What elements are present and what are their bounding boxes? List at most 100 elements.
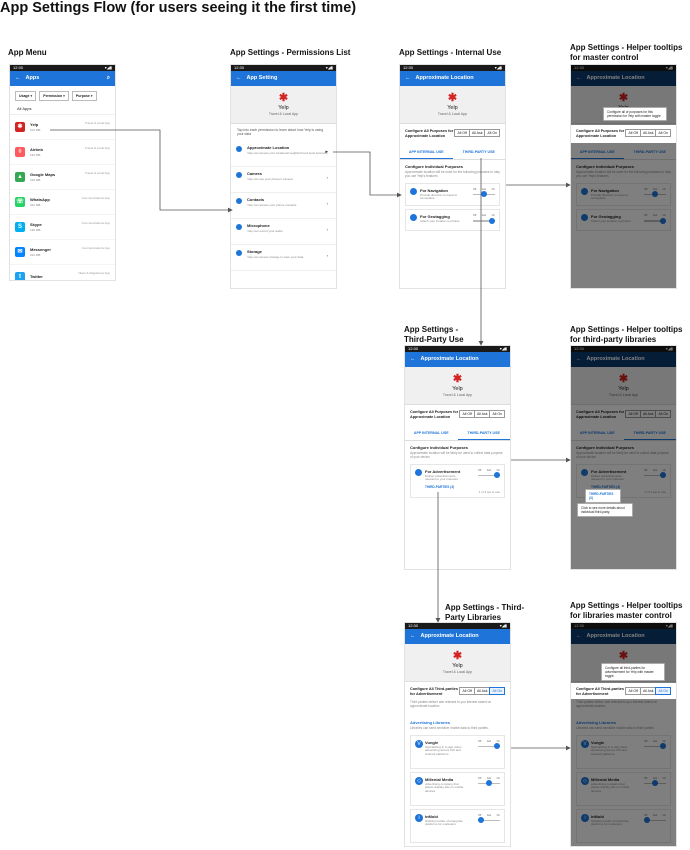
app-category: Communications App (81, 246, 110, 250)
filter-purpose[interactable]: Purpose ▾ (71, 91, 97, 101)
app-list-item[interactable]: S Skype 136 MB Communications App (10, 215, 115, 240)
app-header: ✱ Yelp Travel & Local App (231, 86, 336, 124)
app-category: Travel & Local App (268, 112, 299, 116)
app-icon: ◊ (15, 147, 25, 157)
purpose-advertisement: For Advertisement Deliver advertisements… (410, 463, 505, 498)
tab-internal[interactable]: APP INTERNAL USE (400, 146, 453, 159)
third-parties-link[interactable]: THIRD-PARTIES (3) (425, 485, 455, 490)
app-size: 218 MB (30, 178, 41, 182)
library-list: V Vungle Specializing in in-app video ad… (405, 734, 510, 843)
yelp-logo-icon: ✱ (452, 650, 463, 662)
tab-internal[interactable]: APP INTERNAL USE (413, 430, 449, 435)
master-control: Configure All Purposes for Approximate L… (400, 124, 505, 142)
app-size: 222 MB (30, 203, 41, 207)
app-icon: ✉ (15, 247, 25, 257)
back-arrow-icon[interactable]: ← (410, 356, 416, 362)
label-internal-use: App Settings - Internal Use (399, 48, 502, 57)
permission-icon (236, 145, 242, 152)
purpose-tabs: APP INTERNAL USE THIRD-PARTY USE (400, 146, 505, 160)
search-icon[interactable]: ⌕ (106, 75, 110, 81)
app-icon: ▲ (15, 172, 25, 182)
app-list-item[interactable]: ☏ WhatsApp 222 MB Communications App (10, 190, 115, 215)
chevron-right-icon: ▸ (325, 148, 328, 155)
purpose-geotagging: For Geotagging Attach your location to p… (405, 209, 500, 232)
back-arrow-icon[interactable]: ← (236, 75, 242, 81)
app-list: ✱ Yelp 102 MB Travel & Local App◊ Airbnb… (10, 115, 115, 280)
chevron-right-icon: › (326, 174, 328, 180)
label-permissions-list: App Settings - Permissions List (230, 48, 351, 57)
arrow-menu-to-permissions (50, 129, 233, 213)
label-tooltip-third: App Settings - Helper tooltips for third… (570, 325, 683, 344)
app-list-item[interactable]: ▲ Google Maps 218 MB Travel & Local App (10, 165, 115, 190)
library-card: V Vungle Specializing in in-app video ad… (410, 734, 505, 769)
app-icon: t (15, 272, 25, 280)
app-size: 194 MB (30, 153, 41, 157)
permission-icon (236, 171, 242, 178)
page-title: App Settings Flow (for users seeing it t… (0, 0, 357, 16)
library-card: i InMobi Global provider of enterprise p… (410, 808, 505, 843)
app-name: WhatsApp (30, 197, 50, 202)
app-name: Messenger (30, 247, 51, 252)
navigation-icon (410, 187, 417, 195)
library-card: ◇ Millenial Media Advertising company th… (410, 771, 505, 806)
label-libraries: App Settings - Third-Party Libraries (445, 603, 525, 622)
app-bar: ← App Setting (231, 71, 336, 86)
app-list-item[interactable]: ✱ Yelp 102 MB Travel & Local App (10, 115, 115, 140)
back-arrow-icon[interactable]: ← (405, 75, 411, 81)
permission-item[interactable]: Approximate Location Yelp can access you… (231, 141, 336, 167)
label-tooltip-master: App Settings - Helper tooltips for maste… (570, 43, 683, 62)
app-bar-title: Approximate Location (415, 75, 474, 81)
filter-permission[interactable]: Permission ▾ (39, 91, 69, 101)
permission-item[interactable]: Storage Yelp can access storage to save … (231, 245, 336, 271)
permission-intro: Tap into each permission to learn about … (237, 128, 324, 137)
app-size: 102 MB (30, 128, 41, 132)
app-name: Yelp (30, 122, 39, 127)
back-arrow-icon[interactable]: ← (410, 633, 416, 639)
filter-usage[interactable]: Usage ▾ (15, 91, 37, 101)
chevron-right-icon: › (326, 200, 328, 206)
app-list-item[interactable]: ✉ Messenger 222 MB Communications App (10, 240, 115, 265)
library-logo-icon: i (415, 813, 423, 822)
tooltip-third: Click to see more details about individu… (577, 503, 633, 517)
tab-third-party[interactable]: THIRD-PARTY USE (457, 427, 510, 440)
app-category: Travel & Local App (84, 171, 110, 175)
app-name: Twitter (30, 274, 43, 279)
permission-list: Approximate Location Yelp can access you… (231, 141, 336, 271)
label-tooltip-lib-master: App Settings - Helper tooltips for libra… (570, 601, 683, 620)
section-all-apps: All Apps (10, 103, 115, 115)
app-size: 222 MB (30, 253, 41, 257)
app-bar: ← Apps ⌕ (10, 71, 115, 86)
permission-item[interactable]: Camera Yelp can use your phone's camera … (231, 167, 336, 193)
permission-item[interactable]: Contacts Yelp can access your phone cont… (231, 193, 336, 219)
purpose-navigation: For Navigation Provide direction to trav… (405, 182, 500, 207)
app-menu-screen: 12:30▾◢▮ ← Apps ⌕ Usage ▾ Permission ▾ P… (9, 64, 116, 281)
chevron-right-icon: › (326, 252, 328, 258)
back-arrow-icon[interactable]: ← (15, 75, 21, 81)
highlight-third-parties: THIRD-PARTIES (3) (585, 489, 621, 503)
app-list-item[interactable]: t Twitter News & Magazines App (10, 265, 115, 280)
app-icon: S (15, 222, 25, 232)
tab-third-party[interactable]: THIRD-PARTY USE (462, 149, 495, 154)
permission-item[interactable]: Microphone Yelp can record your audio › (231, 219, 336, 245)
app-icon: ☏ (15, 197, 25, 207)
yelp-logo-icon: ✱ (278, 92, 289, 104)
permission-icon (236, 197, 242, 204)
library-logo-icon: V (415, 739, 423, 748)
app-category: Communications App (81, 196, 110, 200)
app-name: Airbnb (30, 147, 43, 152)
permissions-screen: 12:30▾◢▮ ← App Setting ✱ Yelp Travel & L… (230, 64, 337, 289)
app-name: Skype (30, 222, 42, 227)
app-category: Communications App (81, 221, 110, 225)
app-list-item[interactable]: ◊ Airbnb 194 MB Travel & Local App (10, 140, 115, 165)
library-logo-icon: ◇ (415, 776, 423, 785)
yelp-logo-icon: ✱ (452, 373, 463, 385)
